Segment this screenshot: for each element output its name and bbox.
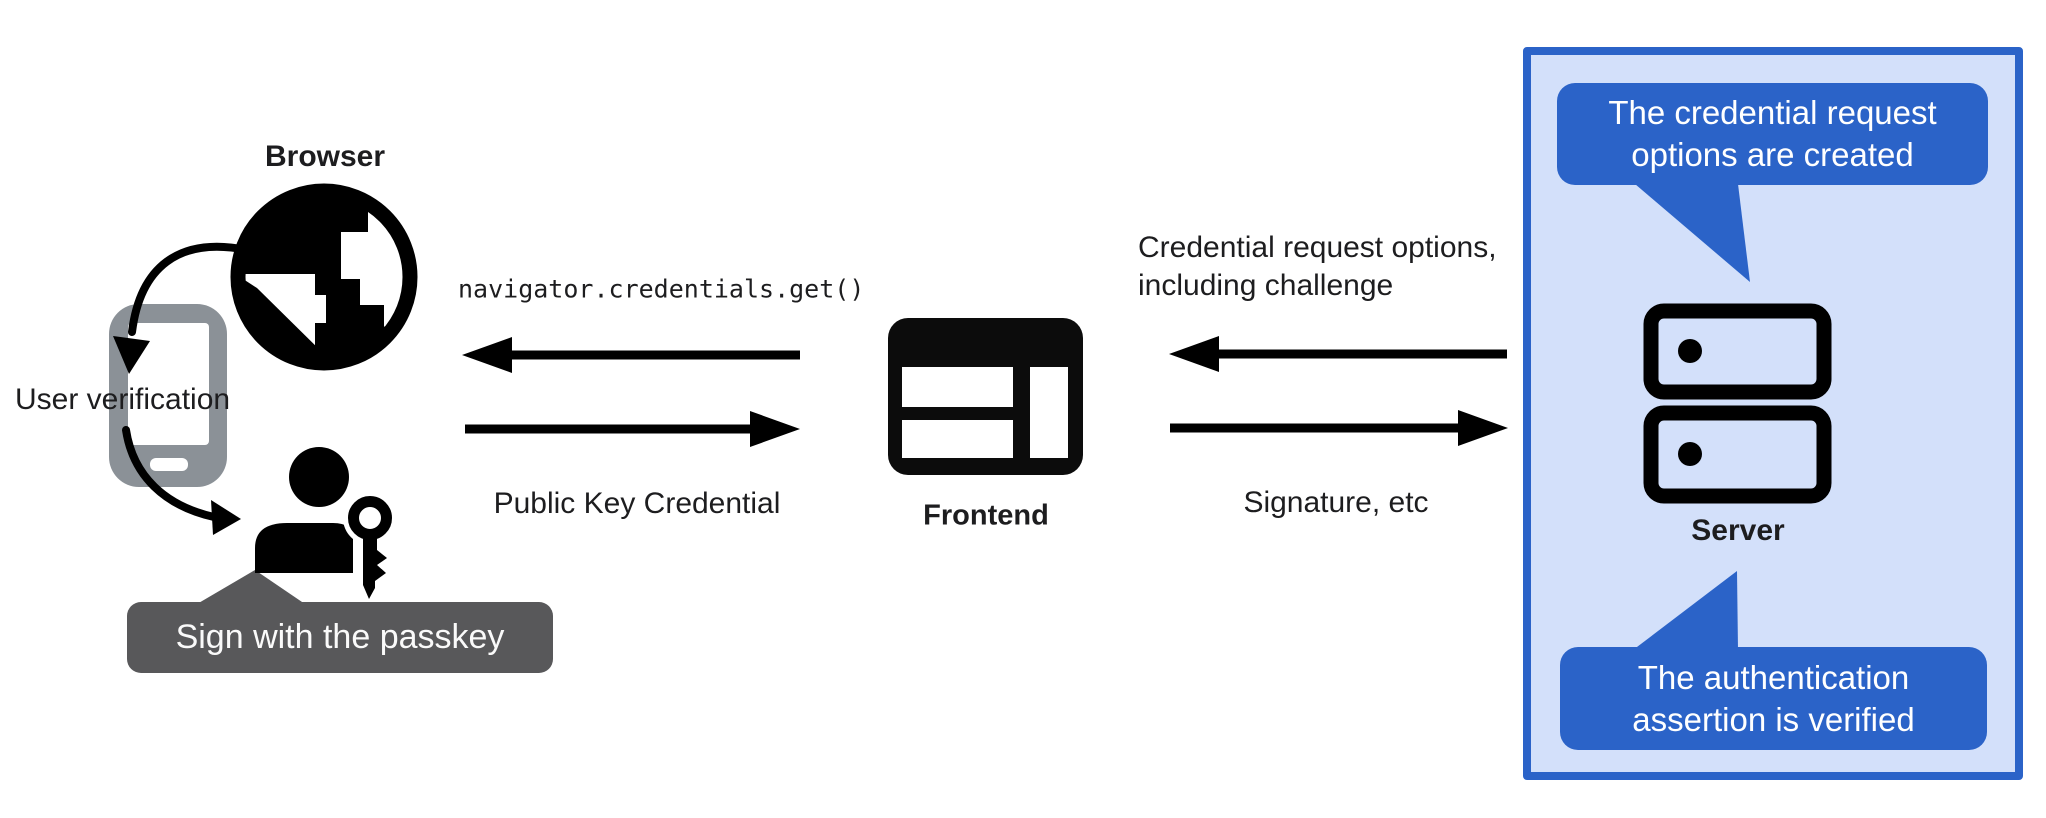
arrow-frontend-to-browser [462,337,800,373]
arrow-globe-to-phone [113,242,251,374]
browser-globe-icon [230,183,418,371]
api-call-text: navigator.credentials.get() [458,274,865,304]
key-shaft [363,535,387,599]
sign-with-passkey-tooltip: Sign with the passkey [127,602,553,673]
sign-with-passkey-text: Sign with the passkey [175,618,505,656]
server-icon [1643,303,1832,504]
assertion-verified-bubble: The authentication assertion is verified [1560,647,1987,750]
server-label: Server [1691,514,1785,547]
arrow-browser-to-frontend [465,411,800,447]
bubble-top-tail [1635,184,1750,282]
browser-label: Browser [264,140,386,173]
passkey-user-icon [255,447,397,599]
user-shoulders [255,523,353,573]
arrow-frontend-to-server [1170,410,1508,446]
bubble-bottom-line1: The authentication [1637,658,1910,696]
credential-request-options-line2: including challenge [1138,269,1394,302]
bubble-bottom-tail [1633,571,1738,650]
bubble-top-line2: options are created [1631,136,1914,173]
credential-request-options-line1: Credential request options, [1138,231,1497,264]
frontend-window-icon [888,318,1083,475]
arrow-server-to-frontend [1169,336,1507,372]
credential-request-created-bubble: The credential request options are creat… [1557,83,1988,185]
user-head [289,447,349,507]
key-ring [348,496,392,540]
signature-label: Signature, etc [1243,486,1429,519]
arrow-phone-to-user [122,426,241,535]
frontend-label: Frontend [923,499,1049,532]
bubble-bottom-line2: assertion is verified [1632,700,1915,738]
tooltip-pointer [197,570,305,604]
bubble-top-line1: The credential request [1608,94,1937,131]
public-key-credential-label: Public Key Credential [493,487,781,520]
user-verification-label: User verification [15,383,231,416]
